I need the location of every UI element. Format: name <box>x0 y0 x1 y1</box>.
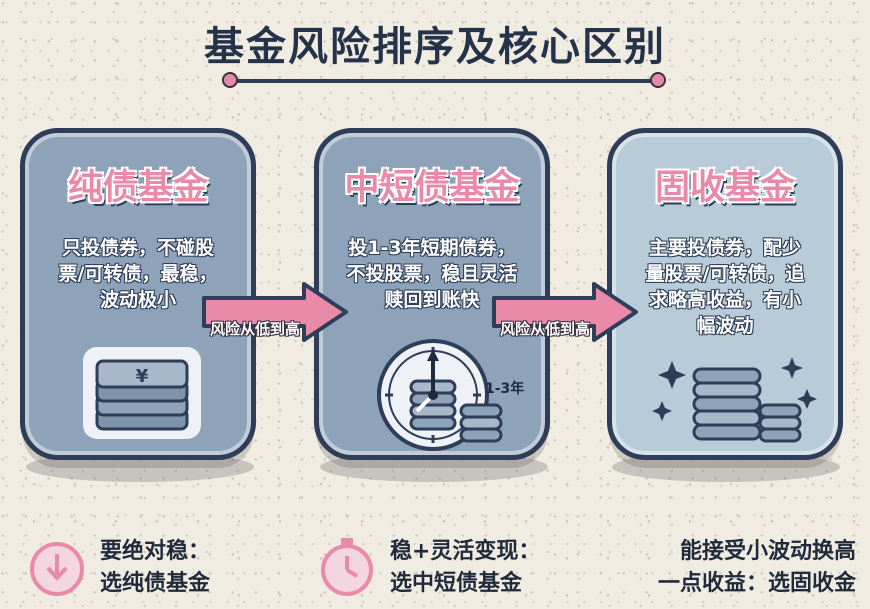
desc-line: 只投债券，不碰股 <box>61 237 214 259</box>
clock-down-icon <box>30 542 84 596</box>
card-pure-bond-fund: 纯债基金 只投债券，不碰股 票/可转债，最稳， 波动极小 ¥ <box>20 128 256 460</box>
desc-line: 票/可转债，最稳， <box>58 263 218 285</box>
desc-line: 主要投债券，配少 <box>648 237 801 259</box>
stacked-bills-icon: ¥ <box>83 347 201 439</box>
desc-line: 投1-3年短期债券， <box>348 237 516 259</box>
desc-line: 量股票/可转债，追 <box>645 263 805 285</box>
card-short-medium-bond-fund: 中短债基金 投1-3年短期债券， 不投股票，稳且灵活 赎回到账快 1-3年 <box>314 128 550 460</box>
sparkling-coins-icon <box>652 357 817 443</box>
card-description: 主要投债券，配少 量股票/可转债，追 求略高收益，有小 幅波动 <box>626 235 824 339</box>
card-title: 纯债基金 <box>67 168 208 208</box>
risk-arrow-2 <box>492 282 638 342</box>
arrow-label: 风险从低到高 <box>500 320 591 338</box>
card-description: 只投债券，不碰股 票/可转债，最稳， 波动极小 <box>39 235 237 313</box>
tip-line: 要绝对稳： <box>100 539 211 564</box>
page-title: 基金风险排序及核心区别 <box>204 24 666 70</box>
title-underline <box>228 79 658 83</box>
bottom-tip-1: 要绝对稳： 选纯债基金 <box>100 536 210 600</box>
tip-line: 稳+灵活变现： <box>390 539 541 564</box>
tip-line: 能接受小波动换高 <box>679 539 856 564</box>
bottom-tip-2: 稳+灵活变现： 选中短债基金 <box>390 536 540 600</box>
desc-line: 求略高收益，有小 <box>648 289 801 311</box>
card-title: 固收基金 <box>654 168 795 208</box>
tip-line: 选中短债基金 <box>390 571 523 596</box>
stopwatch-icon <box>321 538 373 596</box>
tip-line: 一点收益：选固收金 <box>657 571 856 596</box>
duration-label: 1-3年 <box>485 381 525 397</box>
underline-dot-left <box>222 72 238 88</box>
desc-line: 不投股票，稳且灵活 <box>346 263 518 285</box>
card-description: 投1-3年短期债券， 不投股票，稳且灵活 赎回到账快 <box>333 235 531 313</box>
underline-dot-right <box>650 72 666 88</box>
risk-arrow-1 <box>202 282 348 342</box>
desc-line: 赎回到账快 <box>384 289 480 311</box>
tip-line: 选纯债基金 <box>100 571 211 596</box>
svg-text:¥: ¥ <box>136 366 149 387</box>
card-title: 中短债基金 <box>344 168 520 208</box>
card-fixed-income-fund: 固收基金 主要投债券，配少 量股票/可转债，追 求略高收益，有小 幅波动 <box>607 128 843 460</box>
bottom-tip-3: 能接受小波动换高 一点收益：选固收金 <box>610 536 856 600</box>
desc-line: 幅波动 <box>696 315 754 337</box>
clock-coins-icon <box>377 339 503 451</box>
desc-line: 波动极小 <box>99 289 176 311</box>
arrow-label: 风险从低到高 <box>210 320 301 338</box>
